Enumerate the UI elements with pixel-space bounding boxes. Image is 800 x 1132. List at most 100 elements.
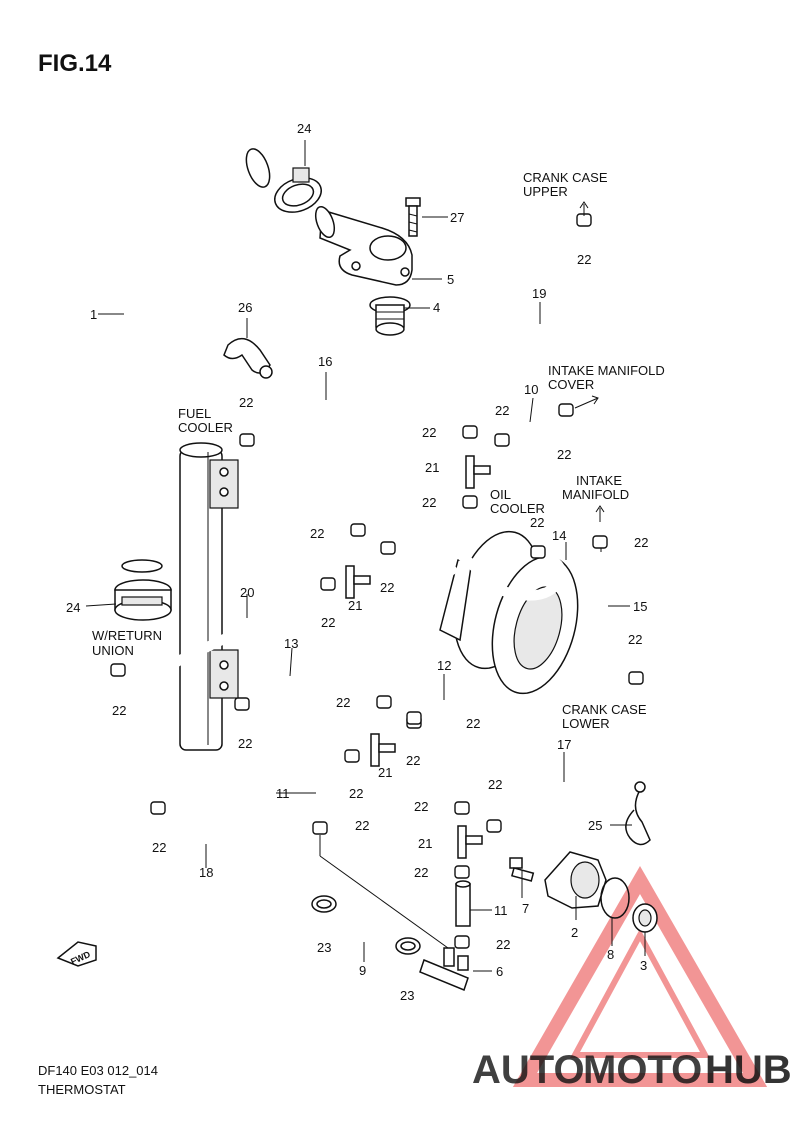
callout-3: 3 bbox=[640, 958, 647, 973]
thermostat-4 bbox=[369, 296, 411, 336]
note-intake-manifold-2: MANIFOLD bbox=[562, 487, 629, 502]
callout-24-lower: 24 bbox=[66, 600, 80, 615]
note-oil-cooler-2: COOLER bbox=[490, 501, 545, 516]
hose-14 bbox=[400, 531, 567, 601]
clamp-22-12 bbox=[110, 663, 126, 677]
note-return-union-1: W/RETURN bbox=[92, 628, 162, 643]
callout-5: 5 bbox=[447, 272, 454, 287]
hose-11-upper bbox=[315, 757, 351, 819]
callout-22-k: 22 bbox=[321, 615, 335, 630]
callout-22-r: 22 bbox=[349, 786, 363, 801]
thermostat-cover-5 bbox=[314, 205, 413, 286]
callout-22-i: 22 bbox=[634, 535, 648, 550]
clamp-22-13 bbox=[376, 695, 392, 709]
callout-12: 12 bbox=[437, 658, 451, 673]
callout-6: 6 bbox=[496, 964, 503, 979]
fuel-cooler bbox=[179, 442, 239, 751]
callout-21-a: 21 bbox=[425, 460, 439, 475]
clamp-22-17 bbox=[344, 749, 360, 763]
watermark-text-hub: HUB bbox=[705, 1048, 792, 1092]
tee-21-branch-3 bbox=[465, 835, 483, 845]
tee-21-body-0 bbox=[465, 455, 475, 489]
hose-17 bbox=[505, 679, 682, 817]
watermark-text: AUTO MOTO HUB bbox=[472, 1048, 792, 1092]
note-fuel-cooler-2: COOLER bbox=[178, 420, 233, 435]
callout-leaders bbox=[85, 140, 646, 972]
note-intake-manifold-cover-1: INTAKE MANIFOLD bbox=[548, 363, 665, 378]
callout-23-left: 23 bbox=[317, 940, 331, 955]
callout-22-e: 22 bbox=[557, 447, 571, 462]
hose-19 bbox=[465, 230, 638, 427]
callout-22-bottom: 22 bbox=[496, 937, 510, 952]
callout-10: 10 bbox=[524, 382, 538, 397]
callout-2: 2 bbox=[571, 925, 578, 940]
oil-cooler bbox=[439, 530, 579, 695]
callout-17: 17 bbox=[557, 737, 571, 752]
hose-20 bbox=[69, 593, 315, 724]
callout-4: 4 bbox=[433, 300, 440, 315]
tee-21-body-2 bbox=[370, 733, 380, 767]
clamp-22-5 bbox=[462, 495, 478, 509]
hose-12 bbox=[420, 690, 468, 722]
hose-11-lower bbox=[455, 880, 471, 927]
callout-8: 8 bbox=[607, 947, 614, 962]
note-crank-case-lower-1: CRANK CASE bbox=[562, 702, 647, 717]
callout-21-c: 21 bbox=[378, 765, 392, 780]
clamp-22-23 bbox=[454, 935, 470, 949]
hose-13 bbox=[257, 648, 387, 700]
callout-22-h: 22 bbox=[530, 515, 544, 530]
clamp-22-4 bbox=[558, 403, 574, 417]
callout-14: 14 bbox=[552, 528, 566, 543]
clamp-24-lower bbox=[114, 579, 172, 621]
watermark-text-moto: MOTO bbox=[583, 1048, 702, 1092]
note-crank-case-upper-1: CRANK CASE bbox=[523, 170, 608, 185]
tee-21-body-3 bbox=[457, 825, 467, 859]
clamp-22-6 bbox=[350, 523, 366, 537]
clamp-22-21 bbox=[150, 801, 166, 815]
footer-section-name: THERMOSTAT bbox=[38, 1082, 126, 1097]
callout-11-lower: 11 bbox=[494, 903, 508, 918]
callout-22-u: 22 bbox=[355, 818, 369, 833]
clamp-22-8 bbox=[592, 535, 608, 549]
watermark-text-auto: AUTO bbox=[472, 1048, 585, 1092]
callout-22-p: 22 bbox=[238, 736, 252, 751]
callout-22-o: 22 bbox=[466, 716, 480, 731]
note-intake-manifold-cover-2: COVER bbox=[548, 377, 594, 392]
callout-21-b: 21 bbox=[348, 598, 362, 613]
callout-22-w: 22 bbox=[414, 865, 428, 880]
hose-16 bbox=[257, 395, 361, 525]
callout-26: 26 bbox=[238, 300, 252, 315]
callout-22-s: 22 bbox=[488, 777, 502, 792]
callout-22-q: 22 bbox=[406, 753, 420, 768]
callout-27: 27 bbox=[450, 210, 464, 225]
clamp-24-upper bbox=[274, 167, 322, 213]
figure-title: FIG.14 bbox=[38, 50, 112, 77]
callout-22-l: 22 bbox=[628, 632, 642, 647]
hose-9 bbox=[337, 903, 399, 951]
part-3 bbox=[632, 903, 658, 933]
callout-19: 19 bbox=[532, 286, 546, 301]
clamp-22-7 bbox=[530, 545, 546, 559]
callout-21-d: 21 bbox=[418, 836, 432, 851]
callout-16: 16 bbox=[318, 354, 332, 369]
bolt-27 bbox=[405, 197, 421, 237]
callout-22-g: 22 bbox=[310, 526, 324, 541]
callout-22-d: 22 bbox=[495, 403, 509, 418]
callout-22-v: 22 bbox=[152, 840, 166, 855]
hose-10 bbox=[511, 412, 561, 446]
fwd-arrow bbox=[56, 941, 97, 967]
tee-21-branch-2 bbox=[378, 743, 396, 753]
clamp-23-right bbox=[395, 937, 421, 955]
tee-21-body-1 bbox=[345, 565, 355, 599]
hose-15 bbox=[457, 555, 606, 805]
clamp-22-group bbox=[110, 213, 644, 949]
clamp-23-left bbox=[311, 895, 337, 913]
hose-18 bbox=[170, 565, 457, 845]
callout-22-n: 22 bbox=[336, 695, 350, 710]
callout-22-a: 22 bbox=[577, 252, 591, 267]
callout-18: 18 bbox=[199, 865, 213, 880]
note-fuel-cooler-1: FUEL bbox=[178, 406, 211, 421]
clamp-22-20 bbox=[312, 821, 328, 835]
hose-1 bbox=[121, 120, 273, 578]
o-ring-8 bbox=[600, 877, 630, 919]
